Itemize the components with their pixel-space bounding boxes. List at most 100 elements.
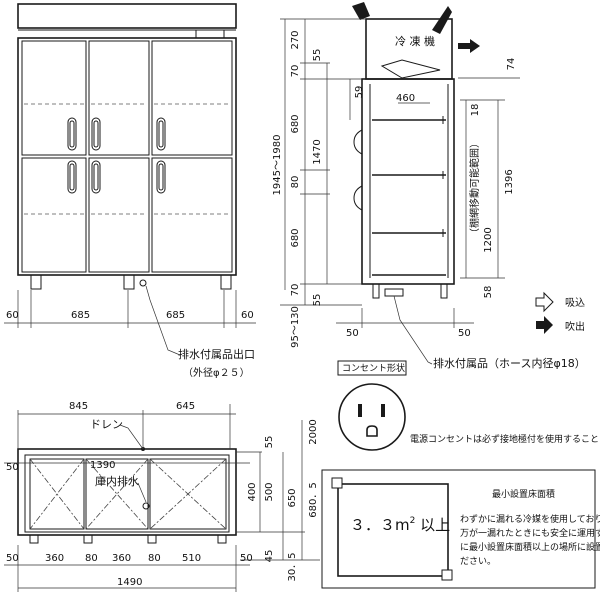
side-dim-50-right: 50 [458, 328, 471, 339]
front-top-panel [17, 3, 237, 29]
outlet-title-box [337, 360, 407, 376]
side-leg-rear [440, 283, 448, 299]
door-handles [67, 117, 166, 194]
top-dim-845: 845 [69, 401, 88, 412]
outlet-slot-left [358, 404, 362, 417]
min-floor-title: 最小設置床面積 [492, 488, 555, 500]
top-dim-80-left: 80 [85, 553, 98, 564]
side-view: 冷 凍 機 270 70 [272, 2, 586, 370]
side-unit-label: 冷 凍 機 [395, 34, 435, 48]
door-lower-right [151, 157, 233, 273]
door-lower-left [21, 157, 87, 273]
exhaust-arrow-side [458, 39, 480, 53]
side-dims-left: 270 70 55 59 680 1470 80 1945～1980 680 7… [272, 30, 365, 347]
top-dim-680-5: 680．5 [308, 482, 319, 517]
front-cabinet [17, 37, 237, 276]
side-dim-70-bottom: 70 [290, 284, 301, 297]
side-drain-label: 排水付属品（ホース内径φ18） [433, 356, 586, 370]
min-floor-area-box: ３．３m2 以上 最小設置床面積 わずかに漏れる冷媒を使用しております。 万が一… [321, 469, 600, 589]
min-floor-note-1: わずかに漏れる冷媒を使用しております。 [460, 513, 600, 525]
outlet-title: コンセント形状 [342, 362, 405, 374]
top-dims-bottom: 50 360 80 360 80 510 50 1490 [6, 553, 253, 588]
min-floor-area-value: ３．３m2 以上 [350, 516, 450, 534]
top-interior-outline [24, 454, 230, 533]
airflow-legend: 吸込 吹出 [535, 291, 585, 334]
door-upper-left [21, 40, 87, 156]
side-dim-680-upper: 680 [290, 114, 301, 133]
top-dim-500: 500 [264, 482, 275, 501]
front-doors [21, 40, 233, 273]
side-dim-58: 58 [483, 286, 494, 299]
front-nameplate [195, 29, 225, 39]
top-cabinet-outline [17, 448, 237, 536]
front-drain-label: 排水付属品出口 [178, 347, 255, 361]
side-shelf-range-label: （棚網移動可能範囲） [468, 138, 481, 238]
side-dim-55-top: 55 [312, 49, 323, 62]
side-drain-fitting [384, 288, 404, 297]
side-dim-70-top: 70 [290, 65, 301, 78]
top-dim-400: 400 [247, 482, 258, 501]
front-dim-left: 60 [6, 310, 19, 321]
side-dim-55-bottom: 55 [312, 294, 323, 307]
arrow-filled-icon [536, 316, 553, 334]
side-dim-1396: 1396 [504, 169, 515, 194]
door-upper-right [151, 40, 233, 156]
side-leg-front [372, 283, 380, 299]
side-dim-74: 74 [506, 58, 517, 71]
top-dim-50-left: 50 [6, 462, 19, 473]
outlet-note: 電源コンセントは必ず接地極付を使用すること [410, 433, 599, 445]
min-floor-note-2: 万が一漏れたときにも安全に運用するため [460, 527, 600, 539]
min-floor-note-4: ださい。 [460, 556, 496, 567]
side-dims-right: 18 （棚網移動可能範囲） 1396 1200 58 [468, 104, 515, 299]
top-dim-1390: 1390 [90, 460, 115, 471]
top-dim-80-right: 80 [148, 553, 161, 564]
top-dim-2000: 2000 [308, 419, 319, 444]
min-floor-frame [321, 469, 596, 589]
top-interior-drain-label: 庫内排水 [95, 474, 139, 488]
top-dim-510: 510 [182, 553, 201, 564]
arrow-outline-icon [535, 291, 554, 313]
top-feet [29, 534, 227, 544]
side-dim-270: 270 [290, 30, 301, 49]
front-legs [30, 274, 232, 290]
exhaust-arrow-top [432, 6, 452, 34]
side-dim-50-left: 50 [346, 328, 359, 339]
side-door-handle-lower [353, 185, 363, 211]
side-dim-95-130: 95～130 [290, 306, 301, 348]
outlet-face [338, 383, 406, 451]
outlet-slot-right [381, 404, 385, 417]
top-dim-55: 55 [264, 436, 275, 449]
side-dim-680-lower: 680 [290, 228, 301, 247]
top-dim-645: 645 [176, 401, 195, 412]
side-dim-1945: 1945～1980 [272, 135, 283, 196]
top-dim-45: 45 [264, 550, 275, 563]
side-shelves [372, 116, 446, 276]
top-view: ドレン 庫内排水 845 645 50 1390 2000 55 400 500… [4, 401, 320, 592]
outlet-section: コンセント形状 電源コンセントは必ず接地極付を使用すること [337, 360, 599, 451]
legend-exhaust-label: 吹出 [565, 320, 585, 333]
legend-intake-label: 吸込 [565, 297, 585, 309]
side-door-handle-upper [353, 129, 363, 155]
side-dim-18: 18 [470, 104, 481, 117]
top-interior-drain [142, 502, 150, 510]
min-floor-room [337, 483, 449, 577]
intake-arrow-top [352, 2, 370, 20]
top-dim-50-right: 50 [240, 553, 253, 564]
side-dim-1200: 1200 [483, 227, 494, 252]
side-dim-80: 80 [290, 176, 301, 189]
side-cabinet [361, 78, 455, 285]
top-dim-30-5: 30．5 [287, 552, 298, 581]
top-dim-650: 650 [287, 488, 298, 507]
front-dim-door-right: 685 [166, 310, 185, 321]
top-compartments [29, 458, 227, 530]
min-floor-note-3: に最小設置床面積以上の場所に設置してく [460, 541, 600, 553]
side-dim-460: 460 [396, 93, 415, 104]
top-dim-360-left: 360 [45, 553, 64, 564]
front-drain-note: （外径φ２５） [183, 366, 250, 379]
front-dim-right: 60 [241, 310, 254, 321]
side-evaporator [380, 59, 441, 79]
side-dim-59: 59 [354, 86, 365, 99]
top-dim-360-right: 360 [112, 553, 131, 564]
side-dim-1470: 1470 [312, 139, 323, 164]
